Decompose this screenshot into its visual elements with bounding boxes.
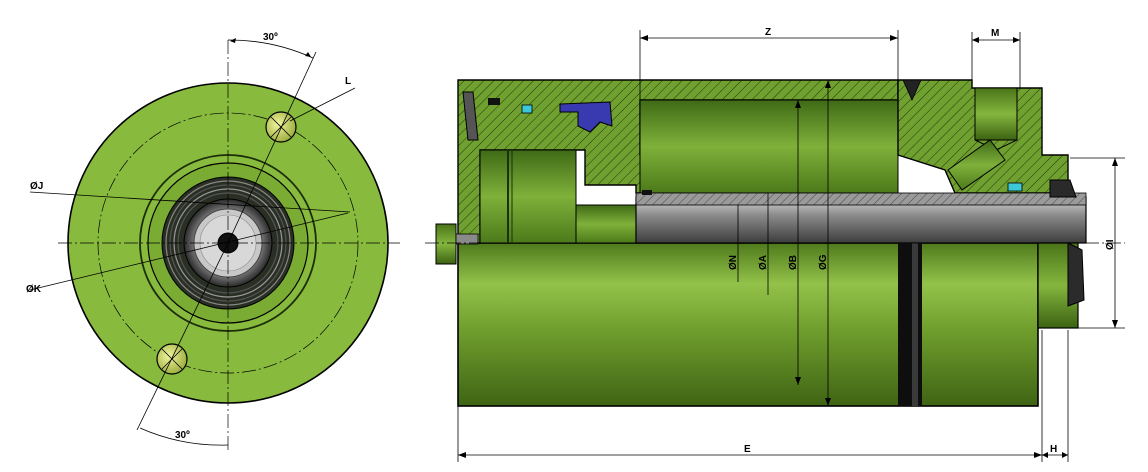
- label-z: Z: [765, 27, 771, 38]
- piston: [479, 149, 577, 244]
- wiper-seal-cyan: [521, 104, 533, 114]
- piston-seal: [559, 101, 613, 133]
- label-j: ØJ: [30, 181, 43, 192]
- body-groove: [898, 243, 922, 406]
- label-h: H: [1050, 444, 1057, 455]
- cylinder-body-lower: [457, 242, 1039, 407]
- label-n: ØN: [728, 255, 739, 270]
- oil-channel: [947, 139, 1006, 191]
- angle-arc-bottom: [139, 427, 229, 446]
- label-a: ØA: [758, 255, 769, 270]
- label-k: ØK: [26, 284, 42, 295]
- end-plug: [462, 91, 479, 141]
- side-view: Z M ØN ØA ØB ØG ØI: [425, 27, 1125, 462]
- label-e: E: [744, 444, 751, 455]
- port-top: [265, 111, 297, 143]
- angle-bottom-label: 30º: [175, 430, 190, 441]
- label-b: ØB: [788, 255, 799, 270]
- port-bore: [974, 87, 1018, 141]
- inner-bore: [639, 99, 899, 194]
- bleed-bolt: [435, 223, 457, 265]
- label-m: M: [991, 28, 999, 39]
- angle-top-label: 30º: [263, 32, 278, 43]
- label-i: ØI: [1105, 239, 1116, 250]
- label-l: L: [345, 76, 351, 87]
- port-bottom: [156, 343, 188, 375]
- label-g: ØG: [818, 254, 829, 270]
- end-view: 30º 30º L ØJ ØK: [26, 32, 400, 450]
